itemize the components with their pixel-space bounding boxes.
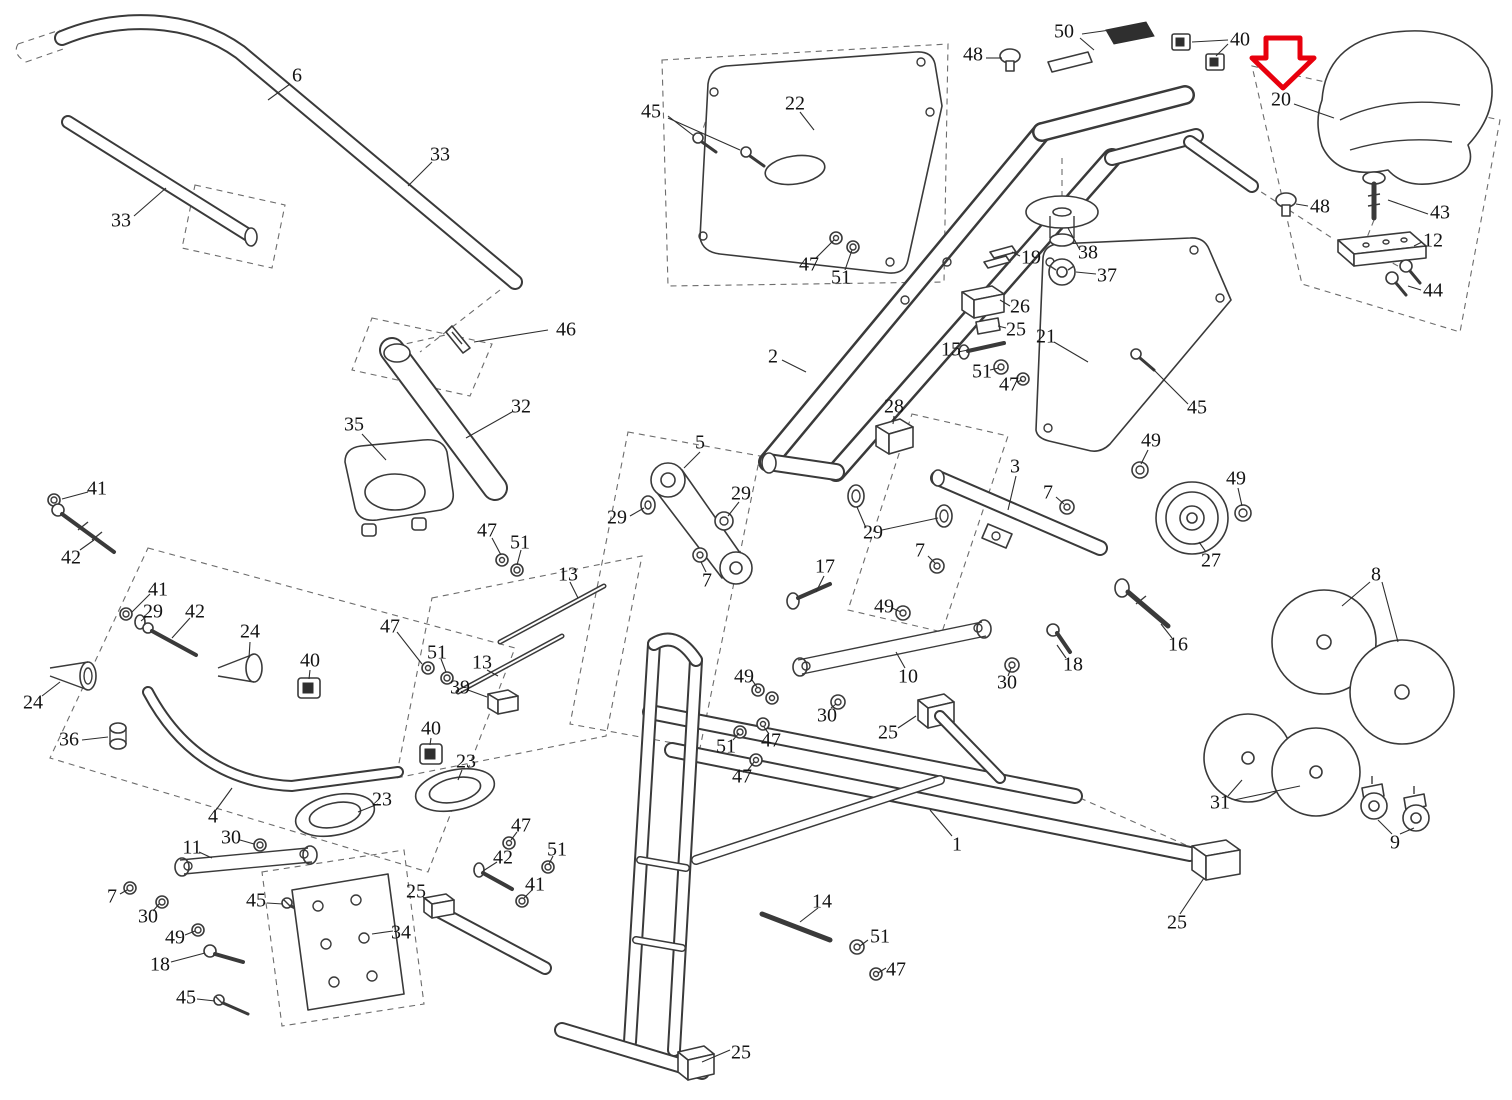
rear-stabilizer xyxy=(929,469,1171,654)
left-fasteners xyxy=(47,493,198,657)
leader-lines xyxy=(41,29,1429,1063)
resistance-box xyxy=(875,418,914,455)
seat-post-tube xyxy=(379,337,508,501)
handlebar-assembly xyxy=(54,14,523,290)
linkage-arm-right xyxy=(733,605,1020,767)
top-frame-hardware xyxy=(999,21,1225,73)
seat-mount-hardware xyxy=(1275,171,1427,297)
guide-rods xyxy=(421,553,607,715)
right-shroud-panel xyxy=(1035,237,1232,452)
bumper-pad xyxy=(344,438,455,537)
crank-arm-group xyxy=(640,462,953,610)
lower-left-link-plate xyxy=(123,838,405,1016)
saddle-seat xyxy=(1317,30,1493,186)
flywheel-group xyxy=(829,195,1099,386)
shroud-screws xyxy=(692,132,1156,372)
wedge-pin xyxy=(445,325,471,354)
pedal-cluster xyxy=(49,653,496,838)
left-shroud-panel xyxy=(698,51,943,274)
capped-tube-group xyxy=(423,836,555,975)
pulley-wheel xyxy=(1131,461,1252,555)
transport-casters xyxy=(1360,776,1430,832)
axle-rod xyxy=(759,911,883,981)
highlight-arrow-icon xyxy=(1249,35,1317,91)
weight-discs xyxy=(1203,589,1455,817)
base-frame xyxy=(554,632,1241,1081)
